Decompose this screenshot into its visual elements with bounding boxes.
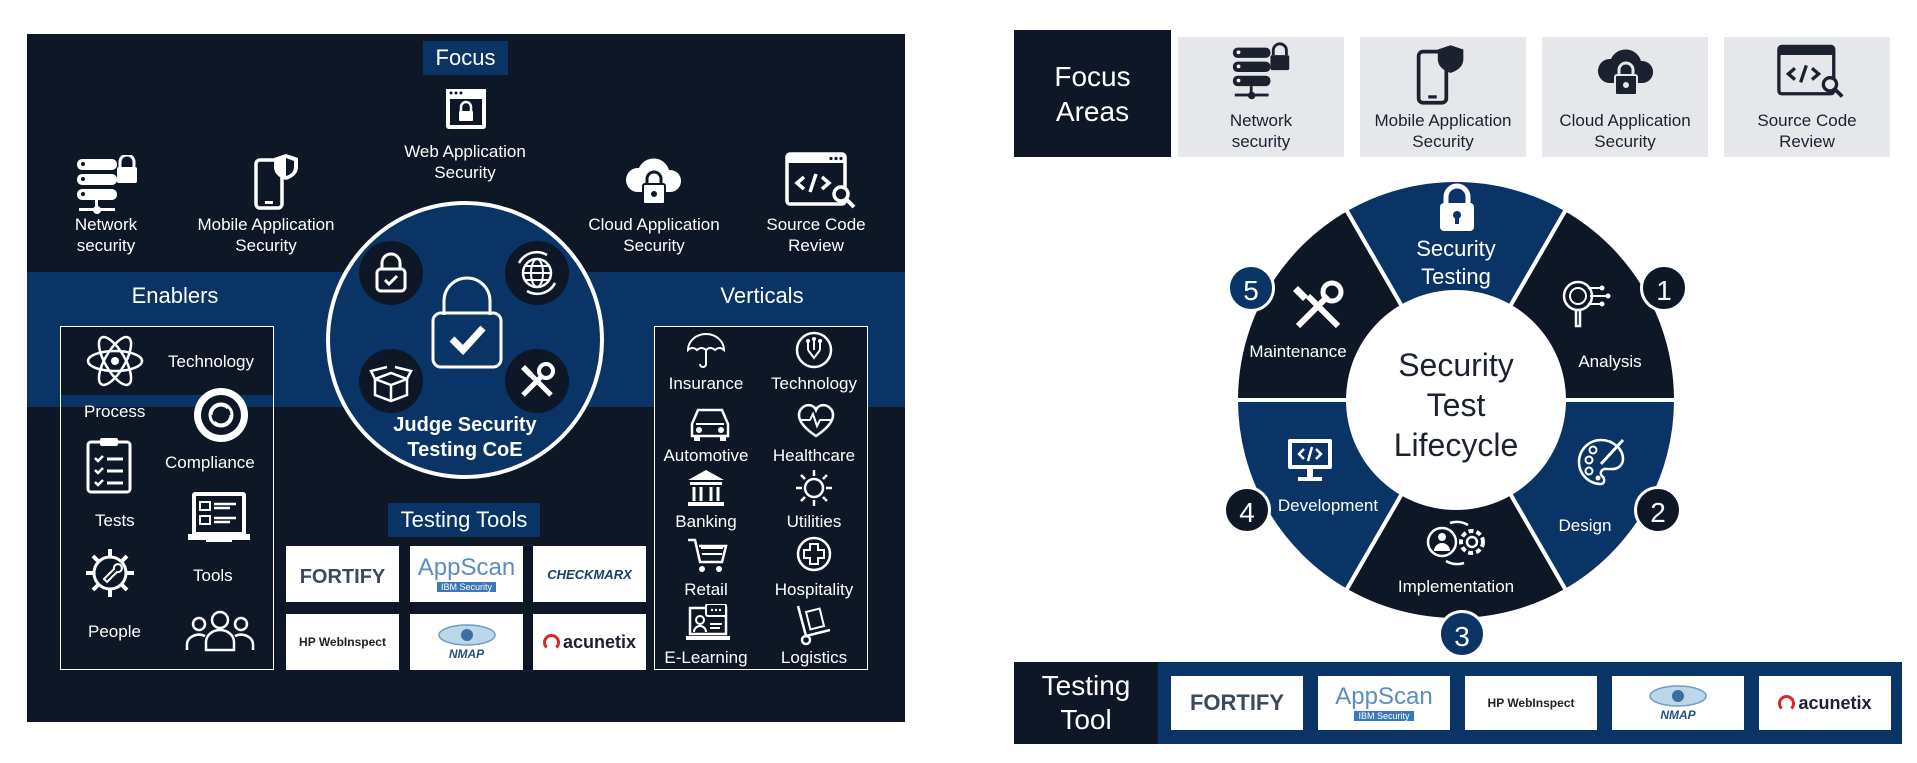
tests-clipboard-icon [85, 436, 133, 494]
nmap-logo: NMAP [410, 614, 523, 670]
verticals-title: Verticals [706, 279, 818, 313]
mobile-icon [252, 150, 302, 212]
cloud-icon [623, 152, 685, 210]
coe-tools-icon [505, 349, 569, 413]
phase-analysis: Analysis [1578, 352, 1642, 371]
phase-security-testing: Security Testing [1416, 236, 1496, 289]
testing-tools-title: Testing Tools [388, 503, 540, 537]
enabler-people: People [88, 622, 141, 641]
step-number-4: 4 [1223, 486, 1271, 534]
coe-title: Judge Security Testing CoE [393, 414, 537, 461]
development-monitor-icon [1286, 437, 1334, 483]
vertical-automotive: Automotive [654, 400, 758, 470]
vertical-retail: Retail [654, 534, 758, 604]
enabler-tools: Tools [193, 566, 233, 585]
umbrella-icon [686, 333, 726, 368]
coe-box-icon [359, 349, 423, 413]
step-number-1: 1 [1640, 264, 1688, 312]
testing-tool-bar [1014, 662, 1902, 744]
coe-lock-check-icon [430, 275, 504, 371]
heart-pulse-icon [797, 403, 835, 438]
network-label: Network security [74, 215, 138, 255]
maintenance-tools-icon [1290, 278, 1346, 334]
mobile-security-icon [1416, 45, 1464, 105]
verticals-row-shade [655, 327, 867, 391]
bank-icon [688, 470, 724, 506]
chip-icon [795, 331, 833, 369]
fortify-logo: FORTIFY [286, 546, 399, 602]
network-security-icon [1232, 42, 1290, 100]
vertical-technology: Technology [762, 328, 866, 398]
right-nmap-logo: NMAP [1612, 676, 1744, 730]
coe-lock-icon [359, 241, 423, 305]
people-icon [185, 608, 255, 652]
web-app-label: Web Application Security [404, 142, 526, 182]
checkmarx-logo: CHECKMARX [533, 546, 646, 602]
cross-icon [796, 536, 832, 572]
network-icon [75, 155, 141, 215]
compliance-gear-icon [191, 385, 251, 445]
hand-truck-icon [796, 605, 831, 646]
coe-globe-icon [505, 241, 569, 305]
source-code-label: Source Code Review [766, 215, 866, 255]
phase-design: Design [1558, 516, 1612, 535]
testing-tool-title: Testing Tool [1014, 662, 1158, 744]
mobile-label: Mobile Application Security [197, 215, 335, 255]
right-hpwebinspect-logo: HP WebInspect [1465, 676, 1597, 730]
implementation-icon [1424, 515, 1490, 569]
analysis-icon [1560, 276, 1612, 332]
cloud-security-icon [1597, 49, 1654, 96]
enablers-title: Enablers [116, 279, 234, 313]
vertical-banking: Banking [654, 466, 758, 536]
phase-maintenance: Maintenance [1249, 342, 1347, 361]
lifecycle-center-label: Security Test Lifecycle [1393, 347, 1519, 463]
technology-icon [85, 333, 145, 389]
lifecycle-wheel [1236, 180, 1676, 620]
vertical-hospitality: Hospitality [762, 534, 866, 604]
elearning-icon [686, 604, 730, 640]
cart-icon [688, 538, 728, 572]
enabler-technology: Technology [168, 352, 255, 371]
right-fortify-logo: FORTIFY [1171, 676, 1303, 730]
vertical-utilities: Utilities [762, 466, 866, 536]
source-code-review-icon [1777, 44, 1844, 98]
enablers-box [60, 326, 274, 670]
focus-areas-title: Focus Areas [1014, 30, 1171, 157]
focus-area-source-code: Source Code Review [1724, 37, 1890, 157]
vertical-insurance: Insurance [654, 328, 758, 398]
phase-implementation: Implementation [1397, 577, 1515, 596]
vertical-logistics: Logistics [762, 602, 866, 672]
design-palette-icon [1573, 434, 1629, 490]
security-testing-lock-icon [1437, 183, 1477, 233]
phase-development: Development [1277, 496, 1379, 515]
tools-gear-icon [82, 545, 138, 601]
acunetix-logo: acunetix [533, 614, 646, 670]
enablers-row-shade [61, 327, 273, 395]
enabler-compliance: Compliance [165, 453, 255, 472]
bulb-icon [796, 470, 832, 506]
enabler-tests: Tests [95, 511, 135, 530]
focus-area-network: Network security [1178, 37, 1344, 157]
focus-title: Focus [423, 41, 508, 75]
vertical-elearning: E-Learning [654, 602, 758, 672]
step-number-2: 2 [1634, 486, 1682, 534]
cloud-label: Cloud Application Security [588, 215, 720, 255]
hpwebinspect-logo: HP WebInspect [286, 614, 399, 670]
right-appscan-logo: AppScan IBM Security [1318, 676, 1450, 730]
car-icon [690, 408, 730, 441]
step-number-5: 5 [1227, 264, 1275, 312]
focus-area-cloud: Cloud Application Security [1542, 37, 1708, 157]
web-app-icon [444, 87, 488, 131]
appscan-logo: AppScan IBM Security [410, 546, 523, 602]
enabler-process: Process [84, 402, 146, 421]
source-code-icon [785, 152, 859, 210]
step-number-3: 3 [1438, 610, 1486, 658]
vertical-healthcare: Healthcare [762, 400, 866, 470]
right-acunetix-logo: acunetix [1759, 676, 1891, 730]
focus-area-mobile: Mobile Application Security [1360, 37, 1526, 157]
